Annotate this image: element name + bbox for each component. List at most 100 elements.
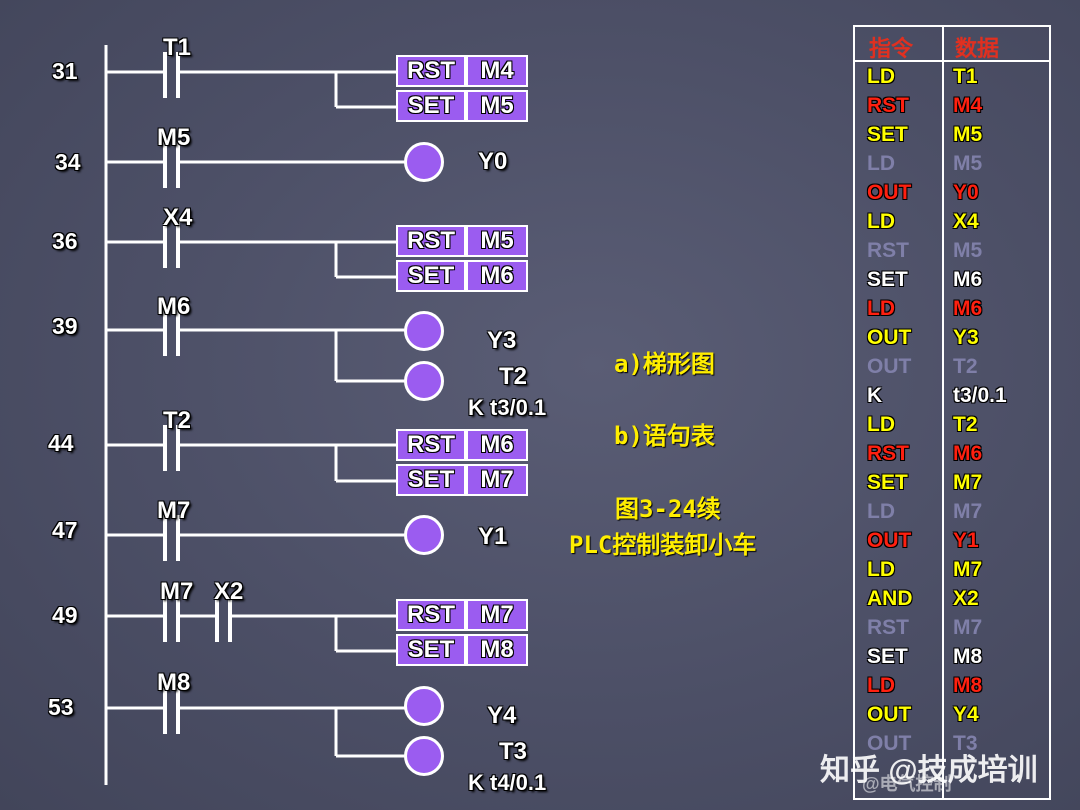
- contact-label: M8: [157, 669, 191, 696]
- contact-symbols: [163, 52, 232, 734]
- watermark-sub: @电气控制: [862, 774, 952, 794]
- table-cell-data: T1: [953, 65, 978, 88]
- table-row: OUT T2: [855, 354, 1049, 383]
- table-row: LD M7: [855, 557, 1049, 586]
- table-cell-op: LD: [867, 558, 895, 581]
- instr-op: SET: [396, 634, 466, 666]
- table-cell-data: Y0: [953, 181, 979, 204]
- contact-M7-series: [163, 596, 180, 642]
- instr-operand: M8: [466, 634, 528, 666]
- table-cell-op: RST: [867, 239, 909, 262]
- step-number: 31: [52, 58, 78, 84]
- table-cell-data: T2: [953, 355, 978, 378]
- contact-label: M6: [157, 293, 191, 320]
- contact-M7: [163, 515, 180, 561]
- table-cell-op: AND: [867, 587, 913, 610]
- contact-label: X4: [163, 204, 193, 231]
- table-header-op: 指令: [869, 36, 914, 61]
- ladder-wiring: [104, 45, 405, 785]
- instr-operand: M6: [466, 260, 528, 292]
- instr-op: RST: [396, 55, 466, 87]
- step-number: 47: [52, 517, 78, 543]
- instr-operand: M7: [466, 464, 528, 496]
- ladder-diagram: [0, 0, 840, 810]
- contact-M5: [163, 142, 180, 188]
- coil-Y3: [404, 311, 444, 351]
- table-cell-op: OUT: [867, 732, 912, 755]
- instr-op: RST: [396, 225, 466, 257]
- table-cell-op: SET: [867, 268, 908, 291]
- table-cell-data: M4: [953, 94, 983, 117]
- contact-M8: [163, 688, 180, 734]
- table-cell-data: M6: [953, 442, 983, 465]
- step-number: 34: [55, 149, 81, 175]
- table-cell-data: M8: [953, 645, 983, 668]
- instr-op: RST: [396, 599, 466, 631]
- step-number: 39: [52, 313, 78, 339]
- table-cell-data: Y1: [953, 529, 979, 552]
- table-cell-op: K: [867, 384, 883, 407]
- table-cell-data: M6: [953, 268, 983, 291]
- table-row: RST M4: [855, 93, 1049, 122]
- coil-label: T3: [499, 738, 528, 765]
- contact-X2: [215, 596, 232, 642]
- table-row: LD M8: [855, 673, 1049, 702]
- table-cell-data: M5: [953, 123, 983, 146]
- table-cell-data: X4: [953, 210, 979, 233]
- table-cell-op: LD: [867, 500, 895, 523]
- contact-T1: [163, 52, 180, 98]
- table-cell-data: M7: [953, 558, 983, 581]
- table-cell-op: LD: [867, 674, 895, 697]
- instr-op: SET: [396, 260, 466, 292]
- contact-M6: [163, 310, 180, 356]
- table-cell-data: M5: [953, 239, 983, 262]
- table-cell-op: LD: [867, 297, 895, 320]
- coil-Y4: [404, 686, 444, 726]
- table-row: SET M6: [855, 267, 1049, 296]
- table-row: RST M5: [855, 238, 1049, 267]
- table-cell-data: t3/0.1: [953, 384, 1007, 407]
- instr-op: SET: [396, 90, 466, 122]
- table-cell-op: LD: [867, 65, 895, 88]
- table-cell-data: M8: [953, 674, 983, 697]
- contact-X4: [163, 222, 180, 268]
- contact-label: T1: [163, 34, 192, 61]
- step-number: 36: [52, 228, 78, 254]
- table-cell-data: T2: [953, 413, 978, 436]
- table-cell-op: SET: [867, 123, 908, 146]
- instr-op: RST: [396, 429, 466, 461]
- table-cell-op: OUT: [867, 355, 912, 378]
- timer-constant: K t3/0.1: [468, 395, 547, 420]
- contact-T2: [163, 425, 180, 471]
- table-cell-data: M7: [953, 616, 983, 639]
- instr-operand: M4: [466, 55, 528, 87]
- table-cell-data: M6: [953, 297, 983, 320]
- coil-label: Y0: [478, 148, 508, 175]
- table-cell-data: M5: [953, 152, 983, 175]
- caption-ladder: a)梯形图: [614, 350, 715, 378]
- coil-label: T2: [499, 363, 528, 390]
- coil-label: Y1: [478, 523, 508, 550]
- instr-operand: M5: [466, 90, 528, 122]
- table-cell-op: OUT: [867, 703, 912, 726]
- timer-constant: K t4/0.1: [468, 770, 547, 795]
- table-cell-op: RST: [867, 94, 909, 117]
- instr-operand: M5: [466, 225, 528, 257]
- step-number: 53: [48, 694, 74, 720]
- table-cell-op: LD: [867, 152, 895, 175]
- contact-label: X2: [214, 578, 244, 605]
- table-cell-data: M7: [953, 471, 983, 494]
- contact-label: M7: [160, 578, 194, 605]
